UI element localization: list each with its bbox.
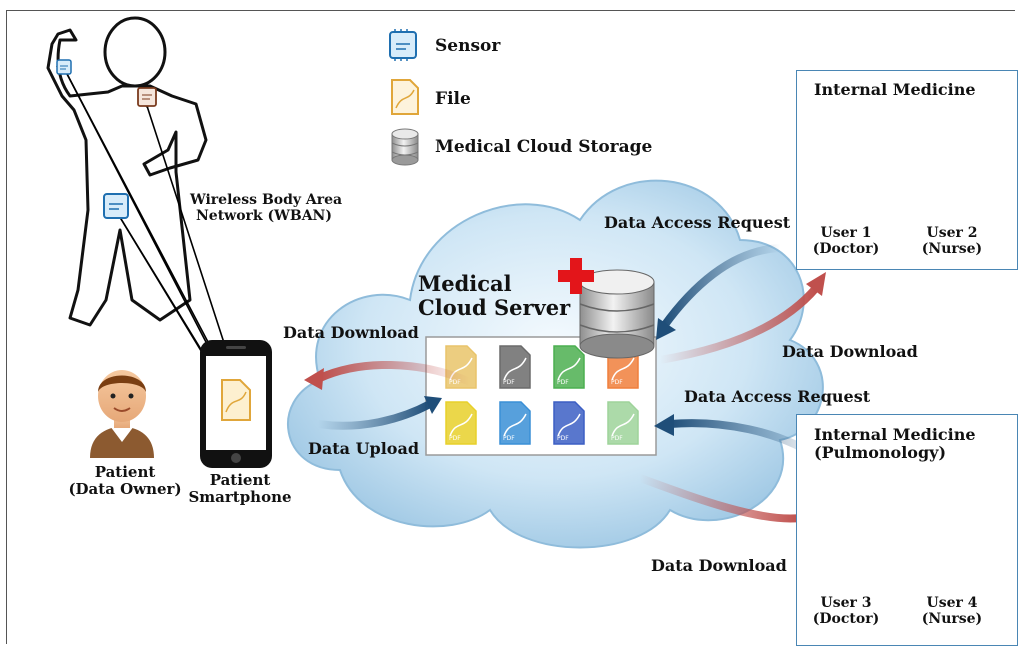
user2-label-line1: User 2	[926, 225, 978, 241]
pdf-file-label: PDF	[449, 435, 461, 442]
pdf-file-label: PDF	[611, 435, 623, 442]
flow-label-data-download-top: Data Download	[782, 342, 918, 361]
patient-avatar	[90, 370, 154, 458]
patient-label: Patient (Data Owner)	[50, 464, 200, 498]
legend-sensor-icon	[389, 29, 417, 61]
wban-label-line2: Network (WBAN)	[196, 207, 332, 224]
group-bottom-title-line2: (Pulmonology)	[814, 442, 947, 462]
pdf-file-label: PDF	[503, 435, 515, 442]
user3-label: User 3 (Doctor)	[800, 595, 892, 627]
user1-label-line2: (Doctor)	[812, 240, 880, 257]
legend-file-icon	[391, 79, 419, 115]
pdf-file-label: PDF	[503, 379, 515, 386]
body-sensor-leg-icon	[103, 193, 129, 219]
wban-label-line1: Wireless Body Area	[190, 192, 343, 208]
pdf-file-icon: PDF	[553, 345, 585, 389]
flow-label-data-upload: Data Upload	[308, 439, 420, 458]
cloud-storage-icon	[579, 269, 655, 359]
patient-label-line1: Patient	[94, 463, 156, 481]
user4-label-line1: User 4	[926, 595, 978, 611]
smartphone-label-line2: Smartphone	[188, 487, 292, 506]
legend-storage-label: Medical Cloud Storage	[435, 137, 653, 157]
arrow-data-upload	[317, 396, 442, 430]
wban-label: Wireless Body Area Network (WBAN)	[190, 192, 343, 224]
user2-label-line2: (Nurse)	[921, 240, 983, 257]
user4-label-line2: (Nurse)	[921, 610, 983, 627]
legend-file-label: File	[435, 89, 471, 109]
user1-label-line1: User 1	[820, 225, 872, 241]
body-sensor-chest-icon	[137, 87, 157, 107]
group-bottom-title-line1: Internal Medicine	[814, 425, 976, 444]
user4-label: User 4 (Nurse)	[906, 595, 998, 627]
pdf-file-icon: PDF	[553, 401, 585, 445]
cloud-title: Medical Cloud Server	[418, 272, 570, 319]
legend-sensor-label: Sensor	[435, 36, 501, 56]
body-sensor-wrist-icon	[56, 59, 72, 75]
patient-label-line2: (Data Owner)	[68, 479, 182, 498]
smartphone-file-icon	[221, 379, 251, 421]
cloud-title-line2: Cloud Server	[418, 294, 571, 320]
cloud-title-line1: Medical	[418, 271, 512, 296]
smartphone-label: Patient Smartphone	[180, 472, 300, 506]
pdf-file-label: PDF	[611, 379, 623, 386]
figure-frame	[6, 10, 1015, 644]
pdf-file-icon: PDF	[607, 401, 639, 445]
flow-label-data-download-left: Data Download	[283, 323, 419, 342]
smartphone-device	[200, 340, 272, 468]
arrow-data-download-left	[304, 360, 472, 390]
medical-cross-icon	[558, 258, 594, 294]
legend-storage-icon	[391, 128, 419, 166]
arrow-data-download-top	[659, 272, 826, 364]
group-top-title: Internal Medicine	[814, 80, 976, 99]
group-internal-medicine-box	[796, 70, 1018, 270]
user3-label-line2: (Doctor)	[812, 610, 880, 627]
human-body-outline	[46, 16, 208, 327]
flow-label-data-download-bottom: Data Download	[651, 556, 787, 575]
pdf-file-icon: PDF	[445, 401, 477, 445]
pdf-file-label: PDF	[557, 379, 569, 386]
smartphone-label-line1: Patient	[209, 471, 271, 489]
pdf-file-icon: PDF	[499, 345, 531, 389]
pdf-file-label: PDF	[557, 435, 569, 442]
arrow-data-access-request-top	[656, 244, 781, 340]
user1-label: User 1 (Doctor)	[800, 225, 892, 257]
user3-label-line1: User 3	[820, 595, 872, 611]
flow-label-data-access-request-top: Data Access Request	[604, 213, 791, 232]
pdf-file-label: PDF	[449, 379, 461, 386]
pdf-file-icon: PDF	[499, 401, 531, 445]
group-bottom-title: Internal Medicine (Pulmonology)	[814, 426, 976, 462]
group-pulmonology-box	[796, 414, 1018, 646]
user2-label: User 2 (Nurse)	[906, 225, 998, 257]
cloud-file-grid: PDF PDF PDF PDF PDF PDF PDF PDF	[445, 345, 639, 445]
flow-label-data-access-request-bottom: Data Access Request	[684, 387, 871, 406]
